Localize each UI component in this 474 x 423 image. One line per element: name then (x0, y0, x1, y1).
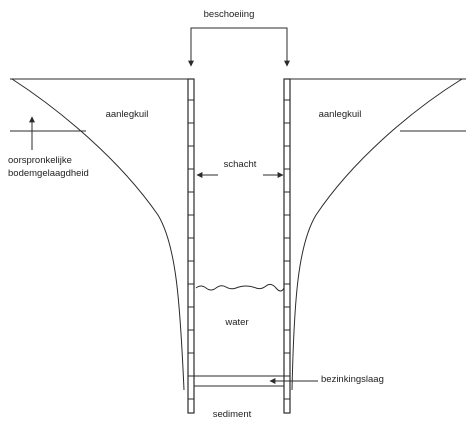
sheeting-left-planks (188, 99, 194, 400)
label-schacht: schacht (224, 159, 257, 170)
beschoeiing-bracket-arrow (188, 27, 290, 67)
label-aanlegkuil-right: aanlegkuil (319, 109, 362, 120)
water-surface (195, 283, 285, 292)
label-sediment: sediment (213, 409, 252, 420)
label-oorspronkelijke: oorspronkelijke (8, 155, 72, 166)
label-aanlegkuil-left: aanlegkuil (106, 109, 149, 120)
pit-outline-left (11, 78, 185, 391)
label-beschoeiing: beschoeiing (204, 9, 255, 20)
sheeting-right-planks (284, 99, 290, 400)
pit-outline-right (291, 78, 463, 391)
label-water: water (224, 317, 248, 328)
label-bodemgelaagdheid: bodemgelaagdheid (8, 168, 89, 179)
sheeting-right (283, 78, 291, 414)
label-bezinkingslaag: bezinkingslaag (321, 374, 384, 385)
sheeting-left (187, 78, 195, 414)
